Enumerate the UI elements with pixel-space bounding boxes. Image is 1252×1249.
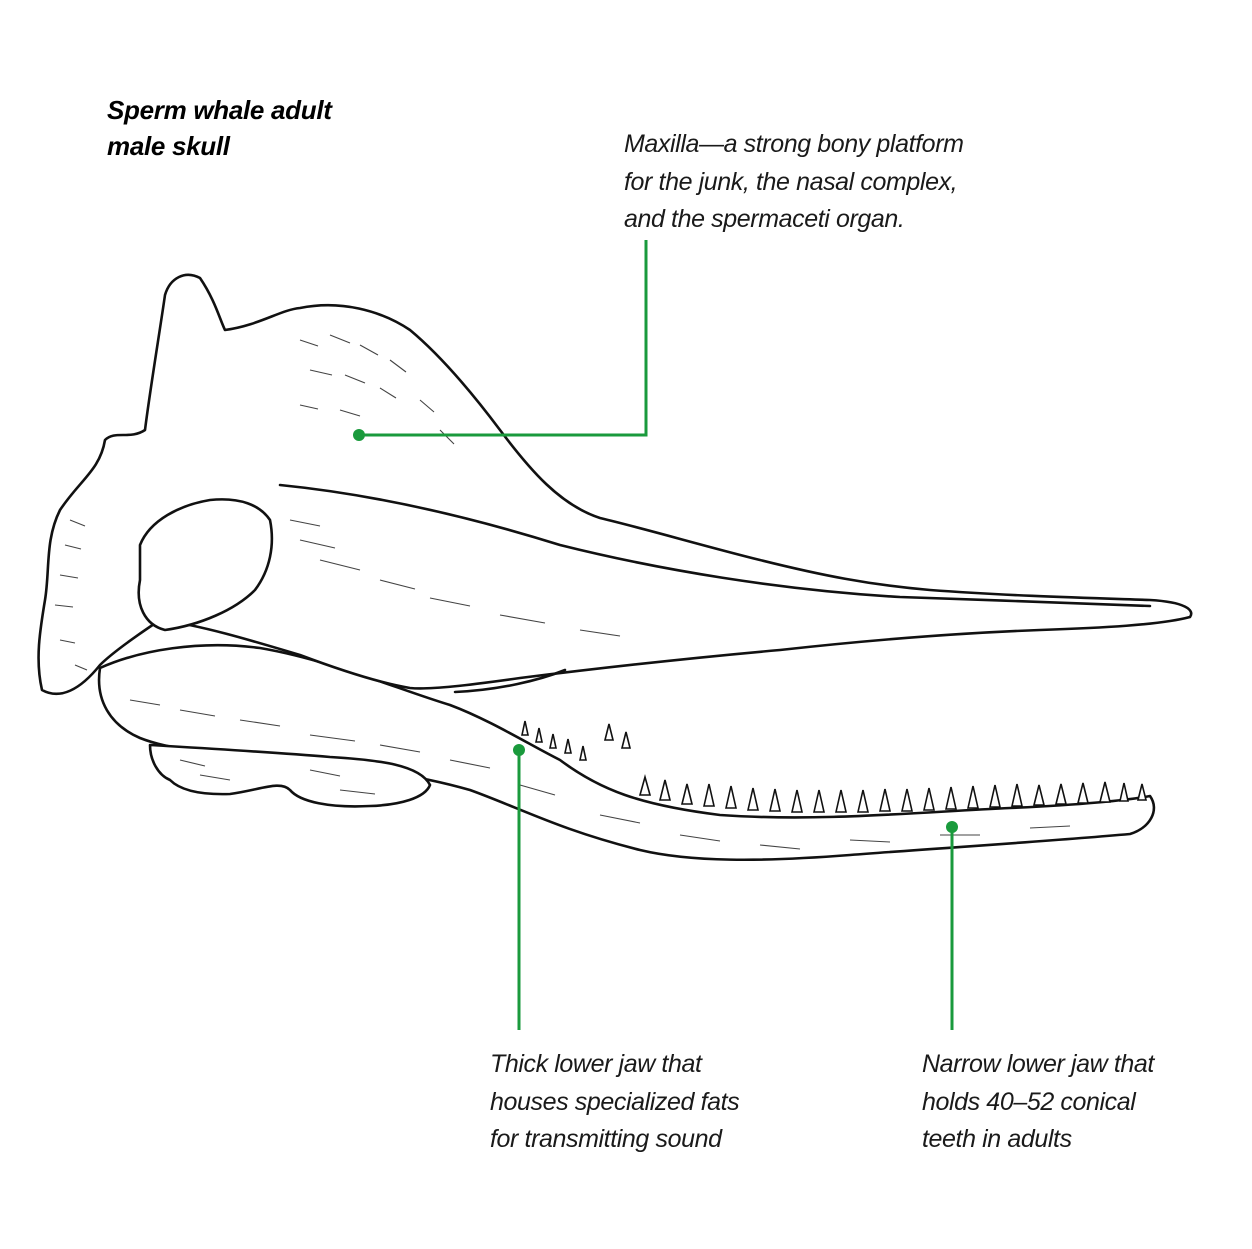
title-line-1: Sperm whale adult (107, 95, 332, 125)
rostrum-ridge-line (278, 483, 1152, 608)
leader-dot-thick-jaw (513, 744, 525, 756)
callout-narrow-jaw-line-1: Narrow lower jaw that (922, 1050, 1154, 1078)
callout-thick-jaw-line-3: for transmitting sound (490, 1125, 722, 1153)
callout-thick-jaw-line-2: houses specialized fats (490, 1087, 740, 1116)
callout-thick-jaw-line-1: Thick lower jaw that (490, 1050, 702, 1078)
occipital-condyles-outline (148, 743, 432, 808)
callout-maxilla-line-1: Maxilla—a strong bony platform (624, 130, 964, 158)
temporal-fossa-outline (137, 498, 274, 632)
title-line-2: male skull (107, 131, 230, 161)
leader-dot-maxilla (353, 429, 365, 441)
leader-lines (360, 240, 954, 1030)
leader-dot-narrow-jaw (946, 821, 958, 833)
lower-jaw-teeth (521, 720, 1148, 813)
jaw-ramus-line (453, 668, 567, 694)
leader-dots (353, 429, 958, 833)
callout-narrow-lower-jaw: Narrow lower jaw that holds 40–52 conica… (922, 1046, 1154, 1159)
leader-line-maxilla (360, 240, 648, 437)
callout-maxilla: Maxilla—a strong bony platform for the j… (624, 126, 964, 239)
callout-maxilla-line-3: and the spermaceti organ. (624, 205, 905, 233)
cranium-outline (37, 273, 1193, 696)
callout-narrow-jaw-line-3: teeth in adults (922, 1125, 1072, 1153)
callout-narrow-jaw-line-2: holds 40–52 conical (922, 1087, 1136, 1116)
callout-maxilla-line-2: for the junk, the nasal complex, (624, 167, 958, 196)
diagram-title: Sperm whale adult male skull (107, 92, 332, 164)
callout-thick-lower-jaw: Thick lower jaw that houses specialized … (490, 1046, 740, 1159)
hatching (54, 334, 1071, 850)
